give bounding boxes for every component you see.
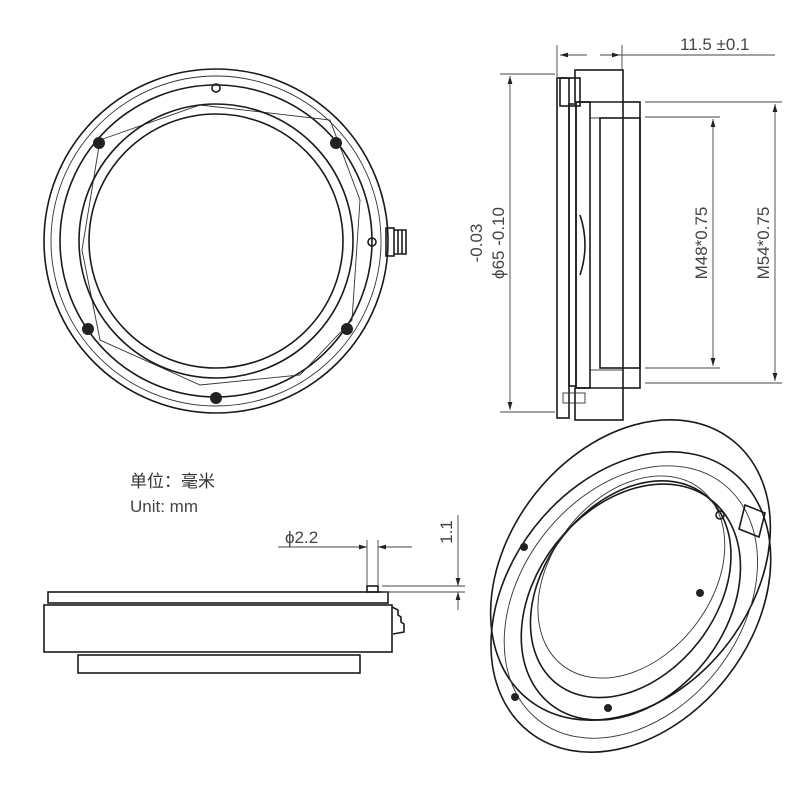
outer-diameter-tolerance: -0.03: [467, 224, 486, 263]
unit-label-en: Unit: mm: [130, 497, 198, 516]
knurled-knob-icon: [391, 606, 405, 635]
side-view: [43, 585, 405, 674]
side-dimensions: [278, 515, 465, 610]
thickness-dimension: 11.5 ±0.1: [680, 35, 750, 54]
section-dimensions: [500, 45, 782, 413]
thread-inner-dimension: M48*0.75: [692, 207, 711, 280]
outer-diameter-dimension: ϕ65 -0.10: [489, 207, 508, 279]
screw-icon: [82, 137, 353, 404]
screw-icon: [511, 510, 725, 712]
knurled-knob-icon: [394, 229, 407, 255]
unit-label-cn: 单位：毫米: [130, 472, 215, 492]
pin-height-dimension: 1.1: [437, 520, 456, 544]
thread-outer-dimension: M54*0.75: [754, 207, 773, 280]
perspective-view: [489, 419, 772, 753]
pin-diameter-dimension: ϕ2.2: [285, 528, 318, 547]
section-view: [556, 69, 641, 421]
knurled-knob-icon: [738, 503, 766, 539]
pin: [366, 585, 379, 593]
front-view: [43, 68, 407, 414]
